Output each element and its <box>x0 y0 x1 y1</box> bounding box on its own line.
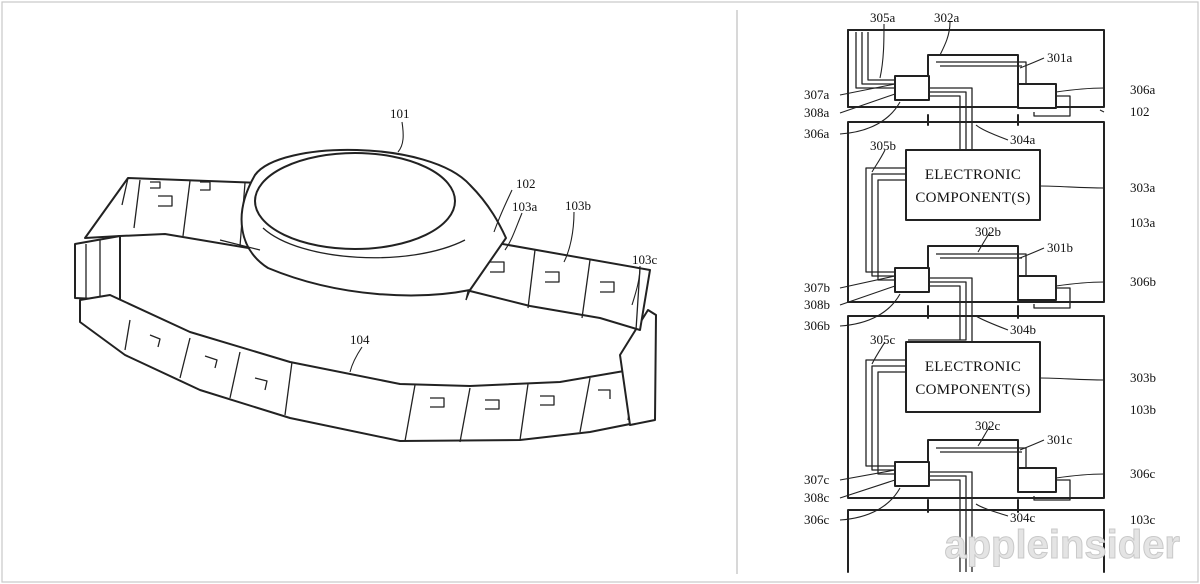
link-schematic: ELECTRONIC COMPONENT(S) ELECTRONIC COMPO… <box>847 29 1105 573</box>
left-leader-lines <box>349 121 641 373</box>
label-103a-right: 103a <box>1130 215 1156 230</box>
left-labels: 101 102 103a 103b 103c 104 <box>350 106 658 347</box>
label-307c: 307c <box>804 472 830 487</box>
label-302b: 302b <box>975 224 1001 239</box>
label-306b-left: 306b <box>804 318 830 333</box>
appleinsider-watermark: appleinsider <box>944 523 1180 567</box>
component-b-line2: COMPONENT(S) <box>915 382 1030 398</box>
right-labels: 305a 302a 301a 306a 307a 308a 102 306a 3… <box>804 10 1156 527</box>
label-304a: 304a <box>1010 132 1036 147</box>
label-307a: 307a <box>804 87 830 102</box>
band-end-left <box>74 235 121 301</box>
label-103c: 103c <box>632 252 658 267</box>
label-306c-right: 306c <box>1130 466 1156 481</box>
segment-103c <box>847 509 1105 573</box>
label-302c: 302c <box>975 418 1001 433</box>
front-band-links <box>79 294 651 442</box>
label-103c-right: 103c <box>1130 512 1156 527</box>
label-304c: 304c <box>1010 510 1036 525</box>
watch-band-illustration <box>74 148 657 443</box>
label-308a: 308a <box>804 105 830 120</box>
label-305a: 305a <box>870 10 896 25</box>
electronic-component-a <box>905 149 1041 221</box>
label-102: 102 <box>516 176 536 191</box>
electronic-component-b <box>905 341 1041 413</box>
label-301c: 301c <box>1047 432 1073 447</box>
label-306b-right: 306b <box>1130 274 1156 289</box>
component-a-line1: ELECTRONIC <box>925 167 1021 183</box>
band-end-right <box>619 309 657 426</box>
label-303a: 303a <box>1130 180 1156 195</box>
segment-102 <box>847 29 1105 108</box>
label-305b: 305b <box>870 138 896 153</box>
label-308b: 308b <box>804 297 830 312</box>
label-307b: 307b <box>804 280 830 295</box>
label-306a-left: 306a <box>804 126 830 141</box>
watch-display <box>254 152 456 250</box>
label-306c-left: 306c <box>804 512 830 527</box>
label-101: 101 <box>390 106 410 121</box>
label-102-right: 102 <box>1130 104 1150 119</box>
label-302a: 302a <box>934 10 960 25</box>
label-305c: 305c <box>870 332 896 347</box>
label-301b: 301b <box>1047 240 1073 255</box>
component-b-line1: ELECTRONIC <box>925 359 1021 375</box>
component-a-line2: COMPONENT(S) <box>915 190 1030 206</box>
label-303b: 303b <box>1130 370 1156 385</box>
label-103b: 103b <box>565 198 591 213</box>
label-308c: 308c <box>804 490 830 505</box>
label-104: 104 <box>350 332 370 347</box>
label-103b-right: 103b <box>1130 402 1156 417</box>
label-103a: 103a <box>512 199 538 214</box>
label-301a: 301a <box>1047 50 1073 65</box>
label-306a-right: 306a <box>1130 82 1156 97</box>
right-leader-lines <box>839 21 1105 521</box>
label-304b: 304b <box>1010 322 1036 337</box>
